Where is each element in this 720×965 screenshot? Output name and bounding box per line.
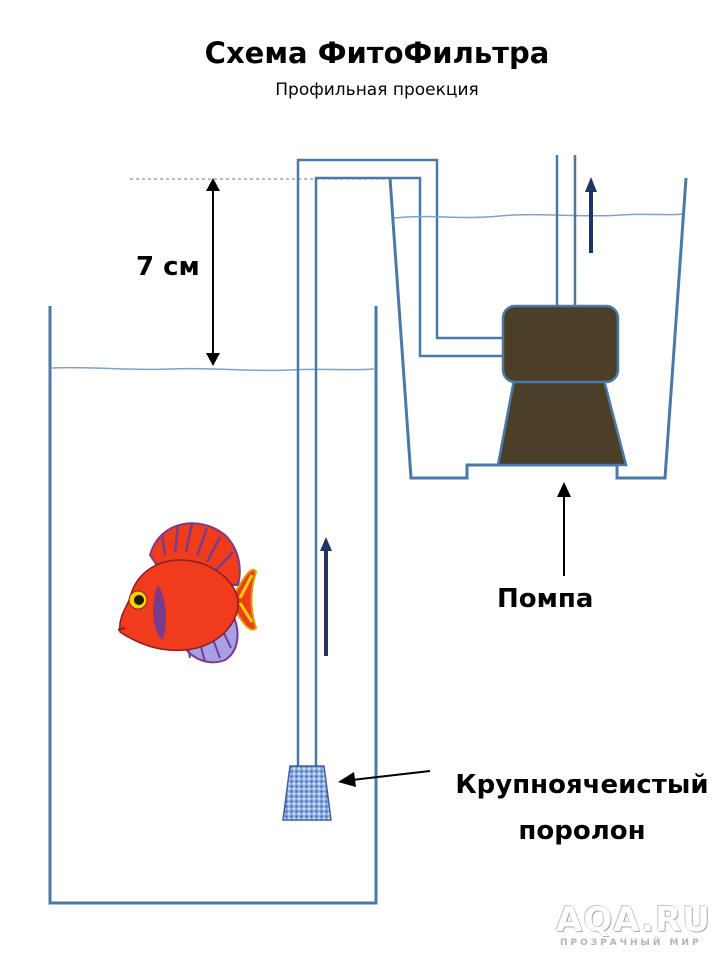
- flow-arrow-main-head: [320, 537, 332, 551]
- pump-pointer-arrow-head: [557, 482, 571, 497]
- diagram-title: Схема ФитоФильтра: [204, 36, 550, 70]
- main-water-line: [51, 366, 375, 372]
- height-label: 7 см: [136, 252, 200, 282]
- height-arrow-bottom-head: [206, 353, 220, 366]
- flow-arrow-filter-head: [585, 177, 597, 192]
- watermark-logo: AQA.RU: [556, 900, 711, 940]
- pump-head: [501, 304, 620, 384]
- fish-illustration: [117, 522, 258, 664]
- foam-label-line2: поролон: [518, 816, 646, 846]
- foam-label-line1: Крупноячеистый: [455, 770, 709, 800]
- pump-label: Помпа: [497, 584, 594, 614]
- height-arrow-top-head: [206, 178, 220, 191]
- pump-base: [496, 378, 628, 467]
- main-tank: [48, 306, 378, 905]
- intake-tube-outer: [296, 158, 503, 768]
- foam-sponge: [282, 765, 332, 821]
- intake-tube-inner: [314, 176, 503, 768]
- foam-pointer-arrow-head: [338, 772, 356, 787]
- filter-water-line: [393, 213, 683, 219]
- foam-label: Крупноячеистый поролон: [437, 762, 720, 854]
- diagram-subtitle: Профильная проекция: [275, 80, 479, 100]
- foam-pointer-arrow: [351, 770, 431, 781]
- watermark-tagline: ПРОЗРАЧНЫЙ МИР: [560, 938, 702, 948]
